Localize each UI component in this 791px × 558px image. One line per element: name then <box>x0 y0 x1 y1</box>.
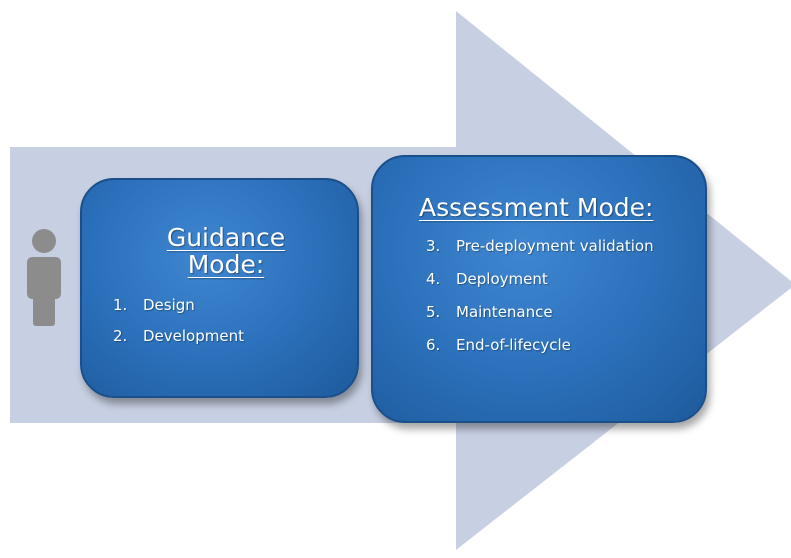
step-label: End-of-lifecycle <box>456 336 571 354</box>
guidance-mode-box: Guidance Mode: 1. Design 2. Development <box>80 178 359 398</box>
step-number: 2. <box>113 327 128 345</box>
guidance-steps-list: 1. Design 2. Development <box>113 296 244 358</box>
person-icon <box>27 229 61 326</box>
guidance-step: 1. Design <box>113 296 244 315</box>
step-label: Pre-deployment validation <box>456 237 654 255</box>
assessment-steps-list: 3. Pre-deployment validation 4. Deployme… <box>426 237 686 369</box>
guidance-mode-title: Guidance Mode: <box>126 224 326 278</box>
step-number: 1. <box>113 296 128 314</box>
step-number: 5. <box>426 303 441 321</box>
step-number: 6. <box>426 336 441 354</box>
step-label: Deployment <box>456 270 548 288</box>
step-label: Development <box>143 327 244 345</box>
assessment-step: 3. Pre-deployment validation <box>426 237 686 256</box>
guidance-step: 2. Development <box>113 327 244 346</box>
step-label: Maintenance <box>456 303 553 321</box>
assessment-step: 6. End-of-lifecycle <box>426 336 686 355</box>
assessment-mode-title: Assessment Mode: <box>419 193 654 222</box>
assessment-step: 4. Deployment <box>426 270 686 289</box>
step-label: Design <box>143 296 195 314</box>
step-number: 4. <box>426 270 441 288</box>
assessment-step: 5. Maintenance <box>426 303 686 322</box>
guidance-title-line-1: Guidance <box>166 223 286 252</box>
step-number: 3. <box>426 237 441 255</box>
guidance-title-line-2: Mode: <box>187 250 265 279</box>
assessment-mode-box: Assessment Mode: 3. Pre-deployment valid… <box>371 155 707 423</box>
